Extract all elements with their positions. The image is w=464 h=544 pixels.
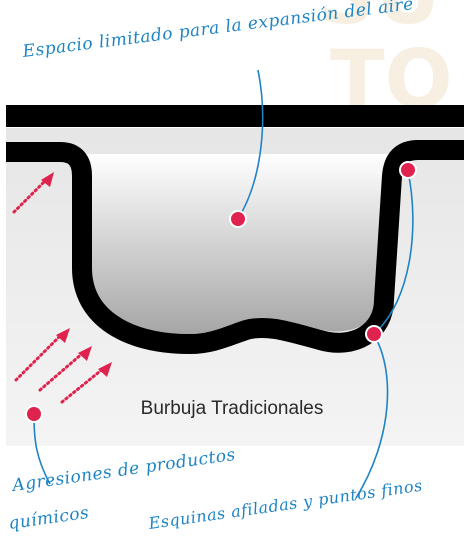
bubble-cavity — [84, 154, 390, 334]
dotted-arrow-icon — [12, 172, 54, 214]
callout-line-corner-bottom — [355, 334, 389, 499]
dotted-arrow-icon — [38, 346, 92, 392]
callout-line-corner-top — [375, 170, 414, 333]
bubble-outline — [6, 140, 464, 354]
callout-dot-icon — [399, 161, 417, 179]
dotted-arrow-icon — [14, 328, 70, 382]
callout-dot-icon — [25, 405, 43, 423]
lid-film — [6, 105, 464, 127]
callout-line-space — [237, 69, 264, 220]
diagram-title: Burbuja Tradicionales — [140, 398, 324, 419]
callout-dot-icon — [229, 210, 247, 228]
callout-dot-icon — [365, 325, 383, 343]
dotted-arrow-icon — [60, 362, 112, 404]
